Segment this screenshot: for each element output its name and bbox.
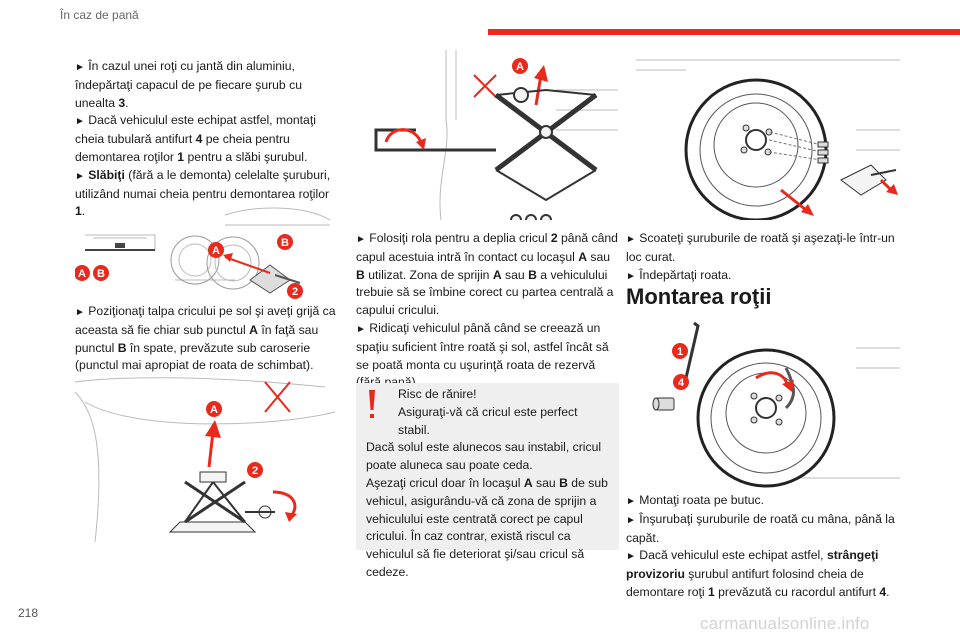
label-badge-A: A <box>75 265 90 281</box>
jack-lifting-figure: A 2 <box>75 377 335 543</box>
instruction-paragraph: ► Scoateţi şuruburile de roată şi aşezaţ… <box>626 231 895 264</box>
instruction-paragraph: ► Îndepărtaţi roata. <box>626 267 732 282</box>
exclamation-icon <box>369 390 375 418</box>
bullet-icon: ► <box>356 234 366 245</box>
label-badge-2: 2 <box>287 283 303 299</box>
jack-position-figure: A B A B 2 <box>75 207 331 299</box>
column-1: ► În cazul unei roţi cu jantă din alumin… <box>75 58 337 221</box>
header-accent-bar <box>488 29 960 35</box>
column-3-lower: ► Montaţi roata pe butuc. ► Înşurubaţi ş… <box>626 492 906 602</box>
watermark: carmanualsonline.info <box>700 614 870 633</box>
wheel-mounting-figure: 1 4 <box>652 321 900 488</box>
label-badge-4: 4 <box>673 374 689 390</box>
jack-deploy-figure: A <box>374 50 618 220</box>
label-badge-A: A <box>512 58 528 74</box>
figure-label: A <box>78 268 86 280</box>
bullet-icon: ► <box>626 514 636 526</box>
figure-label: 2 <box>252 465 258 477</box>
instruction-paragraph: ► Montaţi roata pe butuc. <box>626 493 764 507</box>
bullet-icon: ► <box>356 323 366 335</box>
label-badge-1: 1 <box>672 343 688 359</box>
bullet-icon: ► <box>626 234 636 245</box>
figure-label: 1 <box>677 346 683 358</box>
figure-label: A <box>210 404 218 416</box>
warning-text: Aşezaţi cricul doar în locaşul A sau B d… <box>366 475 608 579</box>
bullet-icon: ► <box>75 116 85 128</box>
warning-text: Asiguraţi-vă că cricul este perfect stab… <box>398 404 578 437</box>
bullet-icon: ► <box>75 170 85 182</box>
instruction-paragraph: ► În cazul unei roţi cu jantă din alumin… <box>75 59 302 110</box>
instruction-paragraph: ► Poziţionaţi talpa cricului pe sol şi a… <box>75 304 336 373</box>
bullet-icon: ► <box>75 307 85 318</box>
warning-box: Risc de rănire! Asiguraţi-vă că cricul e… <box>356 383 619 579</box>
figure-label: A <box>212 245 220 257</box>
label-badge-A: A <box>206 401 222 417</box>
label-badge-B: B <box>93 265 109 281</box>
column-2: ► Folosiţi rola pentru a deplia cricul 2… <box>356 230 618 392</box>
bullet-icon: ► <box>626 551 636 563</box>
wheel-removal-figure <box>636 59 900 220</box>
figure-label: A <box>516 61 524 73</box>
warning-title: Risc de rănire! <box>398 387 477 401</box>
section-heading: Montarea roţii <box>626 284 772 309</box>
figure-label: 2 <box>292 286 298 298</box>
label-badge-2: 2 <box>247 462 263 478</box>
instruction-paragraph: ► Ridicaţi vehiculul până când se creeaz… <box>356 320 609 389</box>
instruction-paragraph: ► Dacă vehiculul este echipat astfel, st… <box>626 548 890 599</box>
bullet-icon: ► <box>626 270 636 282</box>
lug-nut-icon <box>652 397 675 411</box>
figure-label: B <box>281 237 289 249</box>
warning-text: Dacă solul este alunecos sau instabil, c… <box>366 440 602 473</box>
scissor-jack-icon <box>374 87 598 220</box>
column-1-lower: ► Poziţionaţi talpa cricului pe sol şi a… <box>75 303 337 375</box>
instruction-paragraph: ► Înşurubaţi şuruburile de roată cu mâna… <box>626 511 895 545</box>
figure-label: 4 <box>678 377 685 389</box>
page-number: 218 <box>18 606 39 620</box>
bullet-icon: ► <box>626 496 636 507</box>
instruction-paragraph: ► Dacă vehiculul este echipat astfel, mo… <box>75 113 316 164</box>
label-badge-A: A <box>208 242 224 258</box>
scissor-jack-icon <box>840 164 897 196</box>
instruction-paragraph: ► Slăbiţi (fără a le demonta) celelalte … <box>75 167 331 219</box>
figure-label: B <box>97 268 105 280</box>
scissor-jack-icon <box>168 471 275 533</box>
bullet-icon: ► <box>75 62 85 73</box>
column-3: ► Scoateţi şuruburile de roată şi aşezaţ… <box>626 230 906 285</box>
label-badge-B: B <box>277 234 293 250</box>
instruction-paragraph: ► Folosiţi rola pentru a deplia cricul 2… <box>356 231 618 318</box>
page-header-title: În caz de pană <box>60 8 139 22</box>
